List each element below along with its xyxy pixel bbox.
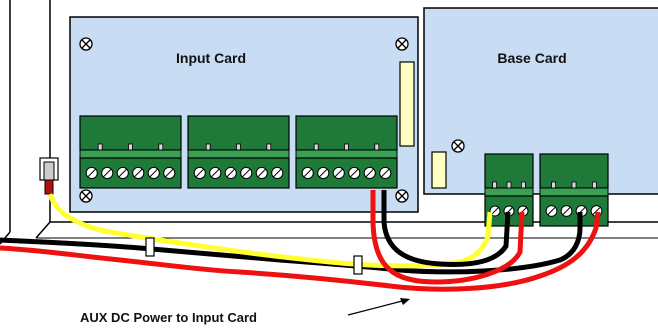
screw-slot (195, 168, 204, 178)
arrow-head-icon (400, 298, 410, 305)
screw-icon (79, 189, 93, 203)
caption-text: AUX DC Power to Input Card (80, 310, 257, 325)
base-card-title: Base Card (497, 50, 566, 66)
terminal-strip (187, 149, 290, 159)
screw-icon (451, 139, 465, 153)
screw-slot (103, 168, 112, 178)
base-card-connector (431, 151, 447, 189)
screw-slot (303, 168, 312, 178)
screw-slot (165, 168, 174, 178)
caption-group: AUX DC Power to Input Card (80, 298, 410, 325)
cable-tie (145, 237, 155, 257)
terminal-strip (484, 187, 534, 197)
terminal-strip (295, 149, 398, 159)
screw-slot (365, 168, 374, 178)
screw-slot (491, 207, 499, 215)
screw-icon (395, 37, 409, 51)
screw-slot (87, 168, 96, 178)
black-wire-input (381, 190, 511, 267)
caption-arrow (347, 299, 407, 316)
terminal-blocks (79, 115, 609, 227)
input-card-title: Input Card (176, 50, 246, 66)
wires (0, 190, 601, 292)
screw-slot (350, 168, 359, 178)
screw-slot (592, 206, 601, 216)
screw-slot (118, 168, 127, 178)
screw-slot (149, 168, 158, 178)
red-wire-input (370, 190, 525, 285)
screw-slot (242, 168, 251, 178)
screw-slot (319, 168, 328, 178)
screw-slot (562, 206, 571, 216)
screw-icon (395, 189, 409, 203)
red-wire-main (0, 211, 601, 292)
screw-slot (273, 168, 282, 178)
screw-slot (134, 168, 143, 178)
fuse-holder (39, 157, 59, 195)
terminal-strip (539, 187, 609, 197)
screw-slot (547, 206, 556, 216)
ribbon-connector (399, 61, 415, 147)
screw-icon (79, 37, 93, 51)
screw-slot (226, 168, 235, 178)
cable-tie (353, 255, 363, 275)
screw-slot (381, 168, 390, 178)
screw-slot (211, 168, 220, 178)
terminal-strip (79, 149, 182, 159)
screw-slot (334, 168, 343, 178)
screw-slot (257, 168, 266, 178)
